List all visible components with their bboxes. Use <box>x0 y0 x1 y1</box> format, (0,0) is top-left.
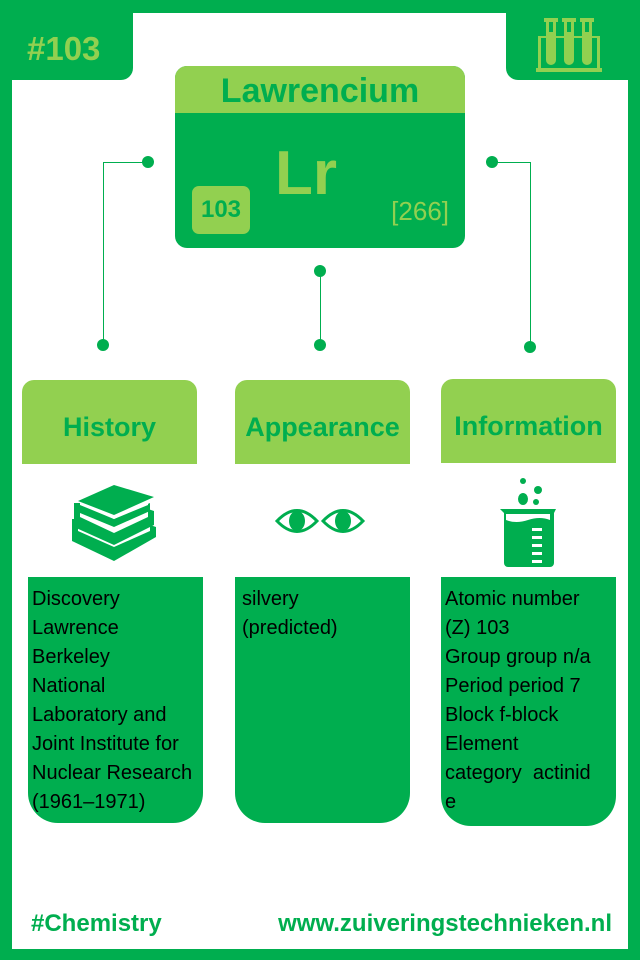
information-text: Atomic number (Z) 103 Group group n/a Pe… <box>445 588 591 813</box>
connector-line <box>492 162 530 163</box>
books-icon <box>72 485 156 561</box>
information-header: Information <box>441 379 616 463</box>
history-text: Discovery Lawrence Berkeley National Lab… <box>32 588 193 813</box>
element-symbol: Lr <box>275 139 337 208</box>
atomic-mass: [266] <box>391 196 449 226</box>
history-box: Discovery Lawrence Berkeley National Lab… <box>28 577 203 823</box>
element-number-badge: #103 <box>27 30 101 67</box>
icon-tab <box>506 0 640 80</box>
website-link[interactable]: www.zuiveringstechnieken.nl <box>278 910 612 937</box>
test-tubes-icon <box>536 18 602 72</box>
connector-line <box>103 162 104 345</box>
hashtag-footer: #Chemistry <box>31 910 162 937</box>
history-header: History <box>22 380 197 464</box>
beaker-icon <box>500 478 556 567</box>
appearance-box: silvery (predicted) <box>235 577 410 823</box>
eyes-icon <box>275 509 366 533</box>
atomic-number: 103 <box>192 186 250 234</box>
number-tab <box>0 0 133 80</box>
appearance-text: silvery (predicted) <box>242 588 338 639</box>
information-box: Atomic number (Z) 103 Group group n/a Pe… <box>441 577 616 826</box>
connector-dot <box>486 156 498 168</box>
connector-line <box>320 271 321 345</box>
connector-line <box>530 162 531 347</box>
connector-dot <box>142 156 154 168</box>
connector-dot <box>314 339 326 351</box>
connector-dot <box>524 341 536 353</box>
appearance-header: Appearance <box>235 380 410 464</box>
connector-dot <box>97 339 109 351</box>
element-name: Lawrencium <box>175 66 465 113</box>
element-card: Lawrencium Lr 103 [266] <box>175 66 465 248</box>
connector-dot <box>314 265 326 277</box>
connector-line <box>103 162 148 163</box>
